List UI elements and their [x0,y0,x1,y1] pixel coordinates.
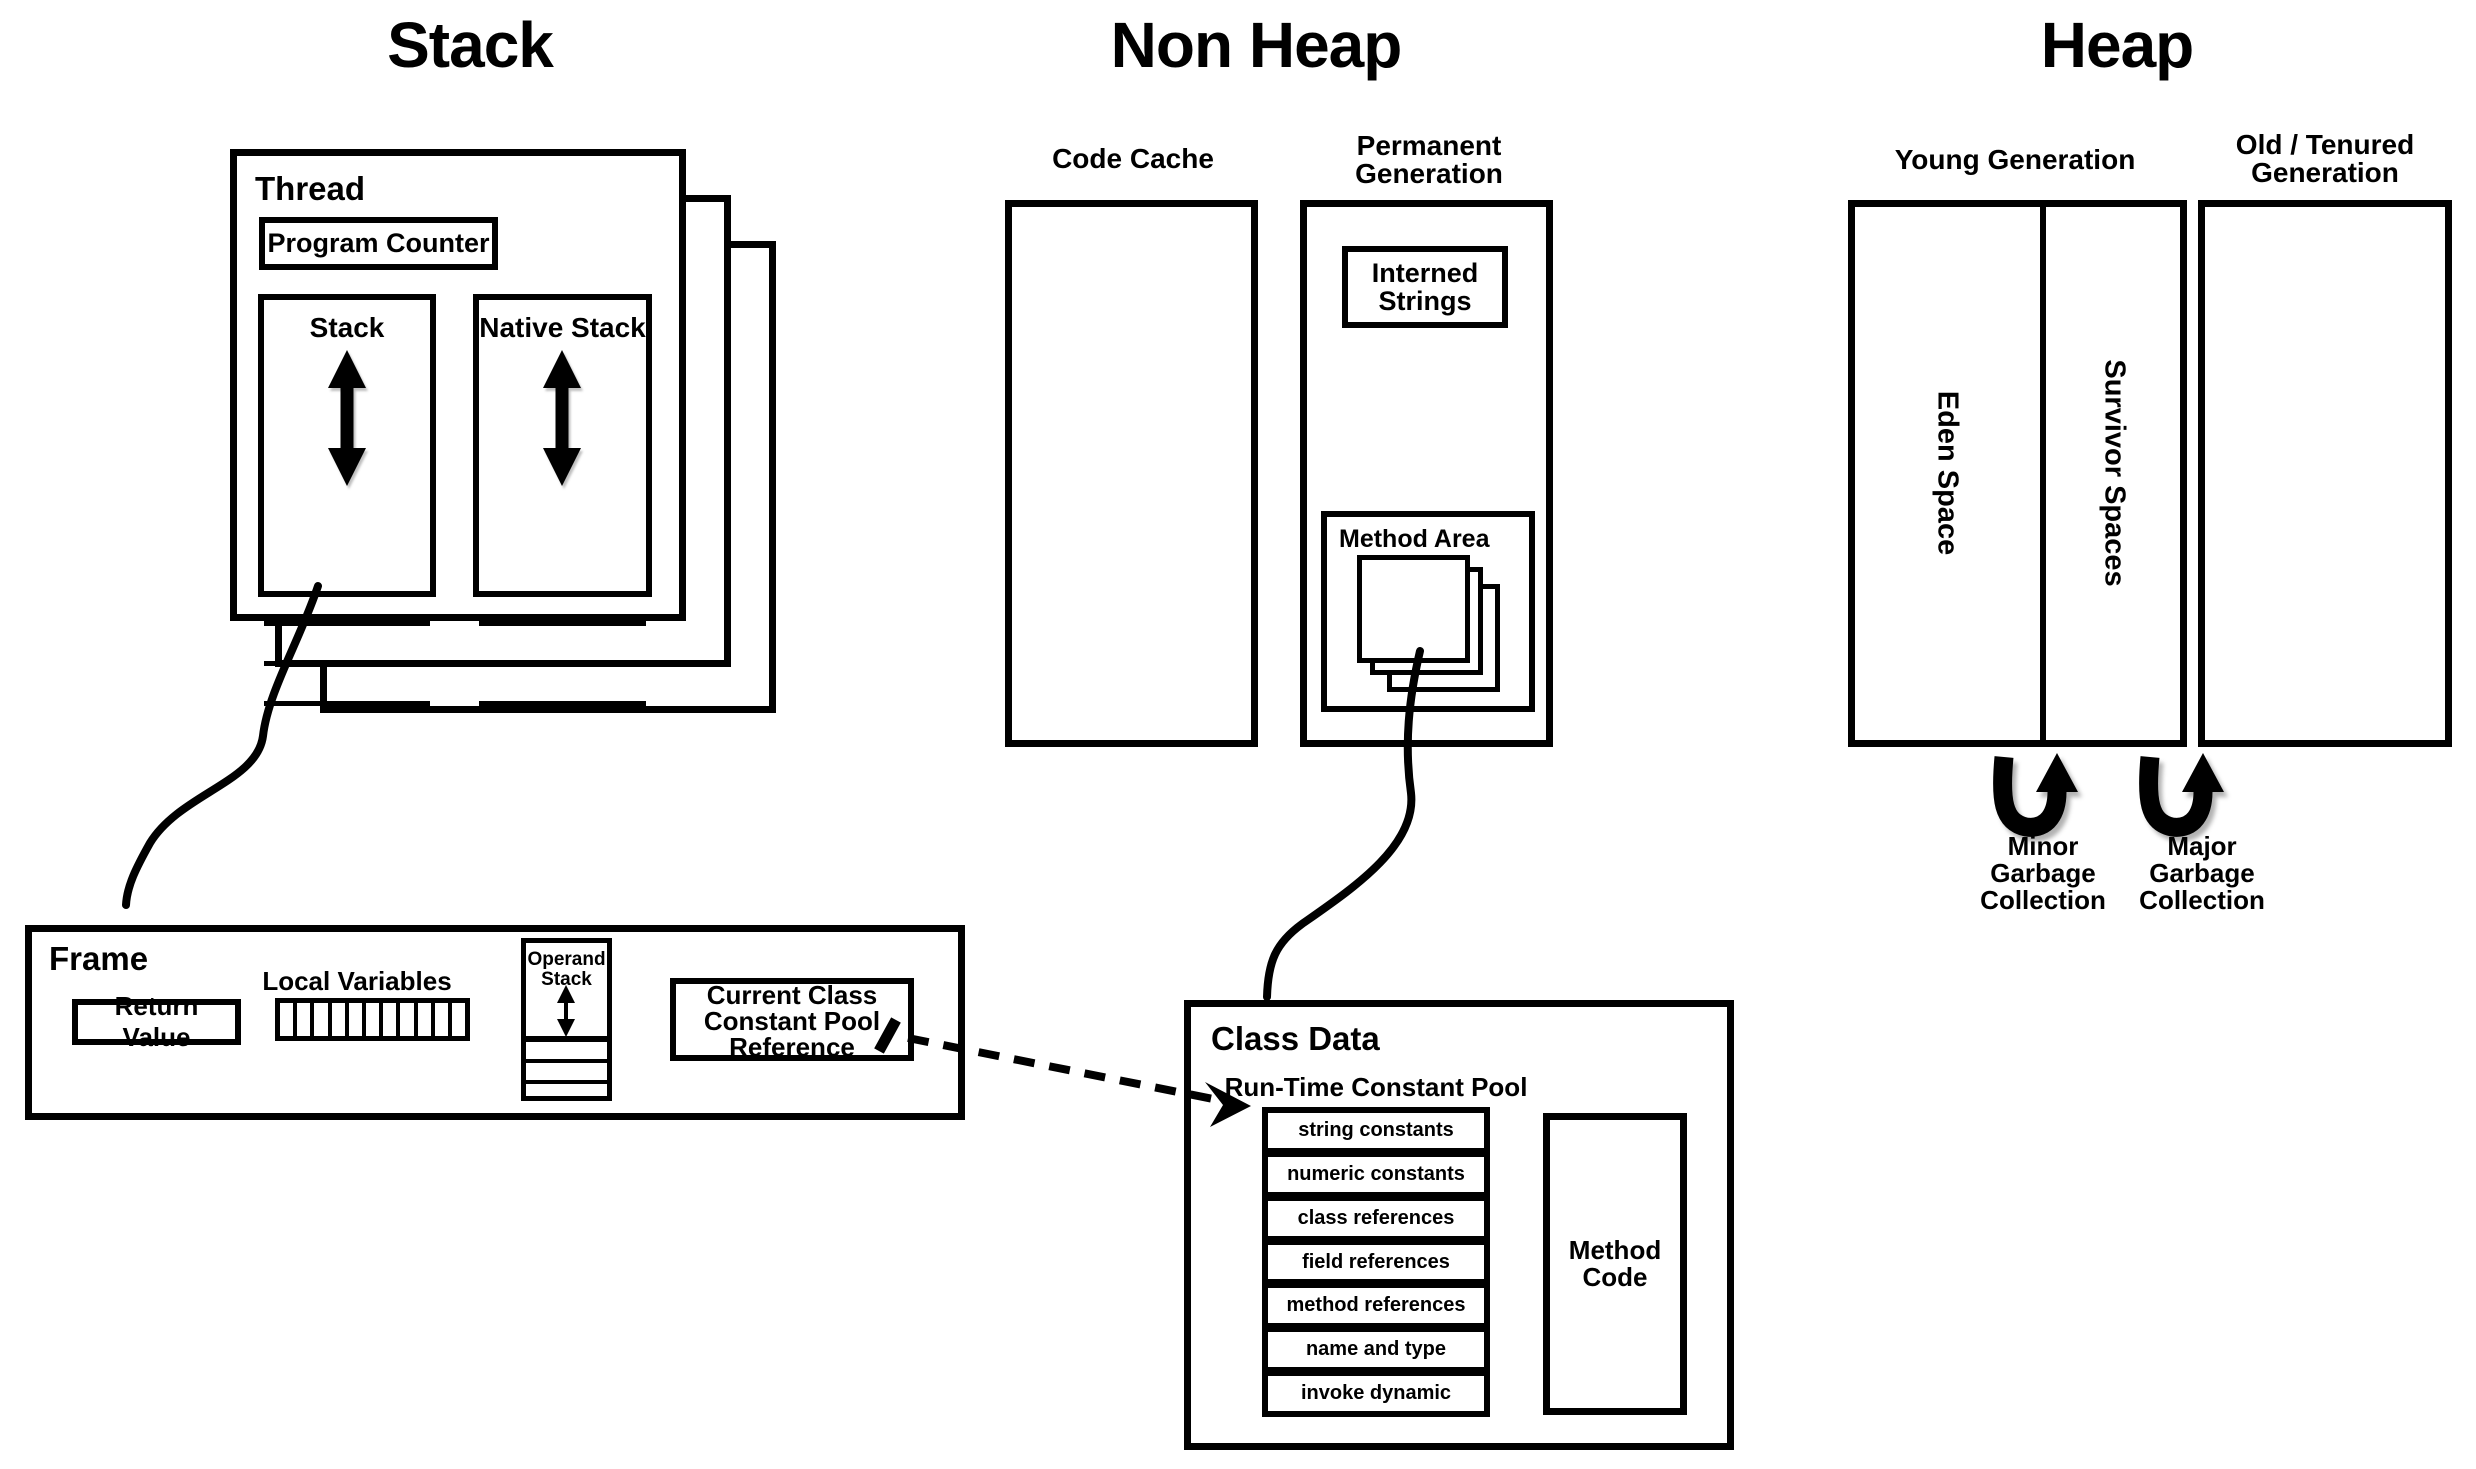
pool-item: class references [1268,1200,1484,1236]
young-generation-box [1848,200,2187,747]
title-non-heap: Non Heap [1110,9,1403,81]
pool-item: name and type [1268,1332,1484,1368]
pool-item: string constants [1268,1113,1484,1148]
runtime-constant-pool-label: Run-Time Constant Pool [1224,1072,1528,1102]
title-heap: Heap [2040,9,2194,81]
thread-stack-box: Stack [258,294,436,706]
pool-item: field references [1268,1244,1484,1280]
local-variables-label: Local Variables [262,966,452,996]
program-counter-box: Program Counter [259,217,498,270]
method-area-class-box [1357,555,1470,663]
pool-item: invoke dynamic [1268,1376,1484,1412]
frame-label: Frame [49,940,149,977]
interned-strings-box: Interned Strings [1342,246,1508,328]
operand-stack-label-line1: Operand [527,949,606,970]
code-cache-label: Code Cache [1052,143,1214,174]
young-generation-divider [2040,205,2046,742]
pool-item: numeric constants [1268,1156,1484,1192]
class-data-label: Class Data [1211,1020,1380,1057]
major-gc-arrow-icon [2139,753,2224,837]
native-stack-label: Native Stack [479,312,646,343]
minor-gc-label: Minor Garbage Collection [1980,831,2106,915]
eden-space-label: Eden Space [1931,390,1964,556]
local-variables-strip [275,998,470,1041]
current-class-constant-pool-reference-box: Current Class Constant Pool Reference [670,978,914,1061]
method-code-box: Method Code [1543,1113,1687,1415]
thread-stack-label: Stack [309,312,385,343]
method-area-label: Method Area [1339,525,1490,553]
operand-stack-label-line2: Stack [541,969,592,990]
major-gc-label: Major Garbage Collection [2139,831,2265,915]
young-generation-label: Young Generation [1894,144,2136,175]
old-tenured-generation-box [2198,200,2452,747]
survivor-spaces-label: Survivor Spaces [2098,359,2131,587]
title-stack: Stack [387,9,554,81]
thread-label: Thread [255,170,366,207]
native-stack-box: Native Stack [473,294,652,706]
old-tenured-generation-label: Old / Tenured Generation [2235,129,2415,188]
operand-stack-box: Operand Stack [521,938,612,1101]
thread-box: Thread Program Counter Stack Native Stac… [230,149,686,706]
permanent-generation-label: Permanent Generation [1355,130,1503,189]
pool-item: method references [1268,1288,1484,1324]
runtime-constant-pool-list: string constants numeric constants class… [1262,1107,1490,1417]
minor-gc-arrow-icon [1993,753,2078,837]
code-cache-box [1005,200,1258,747]
return-value-box: Return Value [72,991,241,1052]
